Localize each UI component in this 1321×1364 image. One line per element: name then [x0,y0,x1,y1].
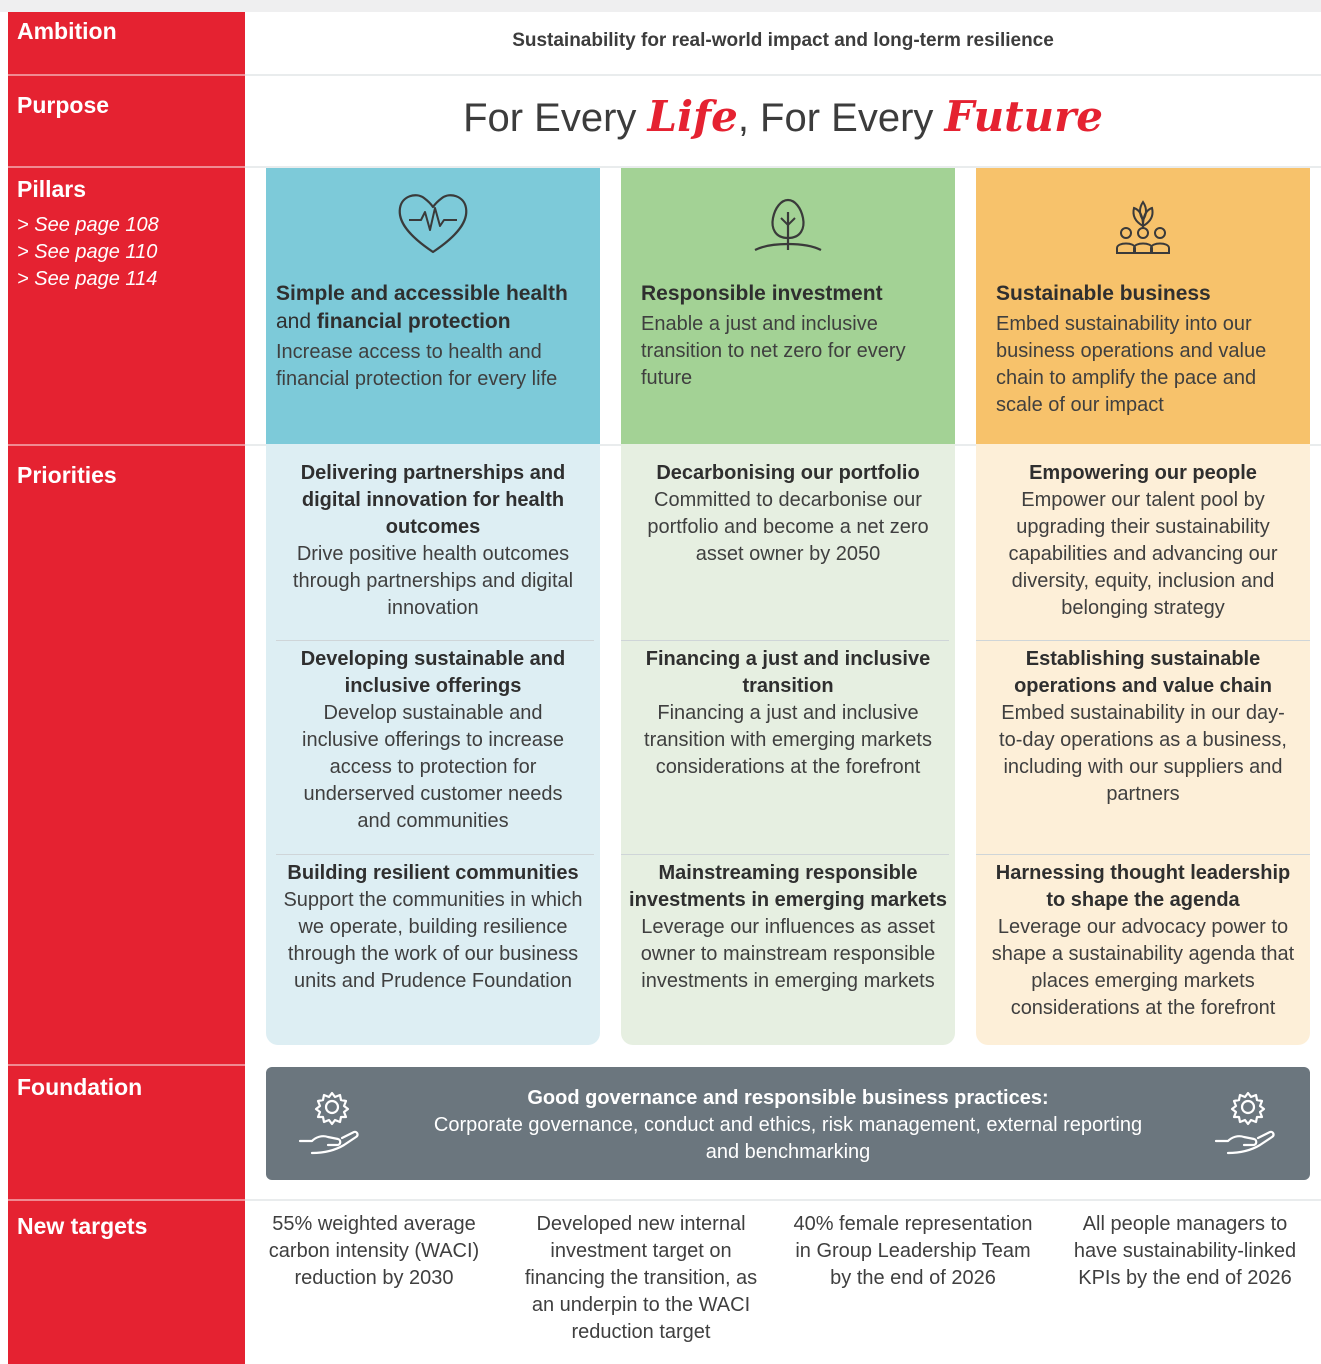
priority-item: Decarbonising our portfolio Committed to… [631,460,945,568]
divider [245,166,1321,168]
gear-hand-icon [1214,1091,1275,1155]
foundation-text: Corporate governance, conduct and ethics… [433,1114,1143,1163]
pillar-title: Simple and accessible health and financi… [276,280,590,393]
priority-text: Leverage our advocacy power to shape a s… [991,916,1295,1019]
priorities-business: Empowering our people Empower our talent… [976,444,1310,1045]
target-sustainability-kpis: All people managers to have sustainabili… [1073,1213,1297,1289]
priority-item: Establishing sustainable operations and … [996,646,1290,808]
pillar-title-bold: Responsible investment [641,282,883,305]
row-label-new-targets: New targets [17,1213,148,1239]
target-transition-financing: Developed new internal investment target… [524,1213,758,1343]
purpose-word-future: Future [944,92,1103,141]
priority-title: Mainstreaming responsible investments in… [629,862,947,911]
priority-title: Building resilient communities [287,862,579,884]
row-label-column [8,12,245,1364]
divider [245,1199,1321,1201]
priority-title: Delivering partnerships and digital inno… [300,462,566,538]
divider [276,640,594,641]
pillar-title: Sustainable business Embed sustainabilit… [996,280,1290,419]
priority-title: Financing a just and inclusive transitio… [645,648,931,697]
priority-item: Building resilient communities Support t… [272,860,594,995]
priority-text: Leverage our influences as asset owner t… [640,916,936,992]
priorities-investment: Decarbonising our portfolio Committed to… [621,444,955,1045]
row-label-ambition: Ambition [17,18,117,44]
divider [276,854,594,855]
pillar-business: Sustainable business Embed sustainabilit… [976,168,1310,444]
priority-text: Empower our talent pool by upgrading the… [1008,489,1278,619]
row-label-purpose: Purpose [17,92,110,118]
priority-text: Financing a just and inclusive transitio… [644,702,932,778]
pillar-description: Increase access to health and financial … [276,341,558,390]
divider [621,640,949,641]
divider [8,444,245,446]
row-label-foundation: Foundation [17,1074,143,1100]
row-label-priorities: Priorities [17,462,117,488]
link-page-110[interactable]: > See page 110 [17,241,158,263]
tree-icon [754,198,822,251]
divider [976,640,1310,641]
foundation-banner: Good governance and responsible business… [266,1067,1310,1180]
purpose-part-1: For Every [463,96,648,140]
heart-pulse-icon [398,194,468,254]
purpose-part-2: , For Every [737,96,945,140]
divider [8,1199,245,1201]
priorities-health: Delivering partnerships and digital inno… [266,444,600,1045]
priority-item: Delivering partnerships and digital inno… [276,460,590,622]
target-waci: 55% weighted average carbon intensity (W… [268,1213,480,1289]
pillar-description: Enable a just and inclusive transition t… [641,313,906,389]
ambition-text: Sustainability for real-world impact and… [512,30,1054,51]
priority-title: Developing sustainable and inclusive off… [300,648,566,697]
pillar-investment: Responsible investment Enable a just and… [621,168,955,444]
priority-title: Harnessing thought leadership to shape t… [995,862,1291,911]
priority-text: Develop sustainable and inclusive offeri… [302,702,564,832]
row-label-pillars: Pillars [17,176,87,202]
foundation-title: Good governance and responsible business… [527,1087,1049,1109]
divider [8,166,245,168]
pillar-title-bold: financial protection [316,310,511,333]
target-female-representation: 40% female representation in Group Leade… [793,1213,1033,1289]
pillar-title-and: and [276,310,317,333]
top-band [0,0,1321,12]
pillar-health: Simple and accessible health and financi… [266,168,600,444]
priority-item: Harnessing thought leadership to shape t… [984,860,1302,1022]
pillar-page-links: > See page 108 > See page 110 > See page… [17,212,159,293]
people-leaf-icon [1116,200,1170,254]
priority-text: Drive positive health outcomes through p… [292,543,574,619]
priority-item: Developing sustainable and inclusive off… [286,646,580,835]
priority-item: Financing a just and inclusive transitio… [627,646,949,781]
purpose-statement: For Every Life, For Every Future [245,92,1321,141]
pillar-description: Embed sustainability into our business o… [996,313,1267,416]
gear-hand-icon [298,1091,359,1155]
purpose-word-life: Life [647,92,738,141]
priority-text: Support the communities in which we oper… [283,889,583,992]
link-page-114[interactable]: > See page 114 [17,268,158,290]
divider [245,74,1321,76]
link-page-108[interactable]: > See page 108 [17,214,159,236]
pillar-title-bold: Simple and accessible health [276,282,568,305]
priority-title: Decarbonising our portfolio [656,462,920,484]
divider [8,74,245,76]
priority-item: Empowering our people Empower our talent… [996,460,1290,622]
priority-text: Committed to decarbonise our portfolio a… [647,489,929,565]
divider [621,854,949,855]
pillar-title-bold: Sustainable business [996,282,1211,305]
divider [976,854,1310,855]
priority-item: Mainstreaming responsible investments in… [627,860,949,995]
priority-title: Establishing sustainable operations and … [1014,648,1272,697]
priority-title: Empowering our people [1029,462,1257,484]
divider [8,1064,245,1066]
priority-text: Embed sustainability in our day-to-day o… [999,702,1287,805]
pillar-title: Responsible investment Enable a just and… [641,280,935,392]
